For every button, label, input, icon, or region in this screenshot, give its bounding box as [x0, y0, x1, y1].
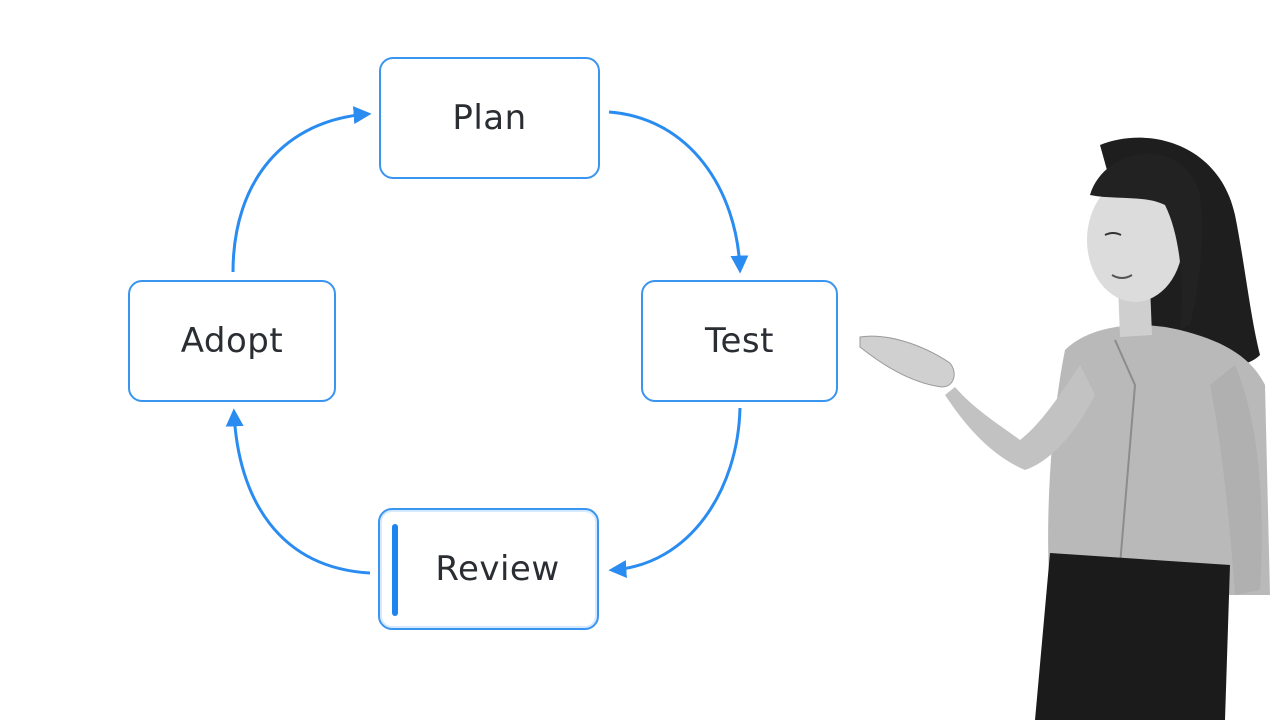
node-plan-label: Plan [452, 98, 527, 138]
presenter-figure-icon [859, 137, 1270, 720]
arrow-plan-to-test [608, 110, 749, 274]
arrow-review-to-adopt [225, 408, 371, 575]
node-plan: Plan [379, 57, 600, 179]
node-adopt-label: Adopt [180, 321, 284, 361]
node-review-label: Review [435, 549, 560, 589]
node-test-label: Test [705, 321, 774, 361]
arrow-adopt-to-plan [231, 106, 372, 273]
node-adopt: Adopt [128, 280, 336, 402]
node-test: Test [641, 280, 838, 402]
arrow-test-to-review [608, 407, 742, 579]
review-highlight-bar [392, 524, 398, 616]
node-review: Review [378, 508, 599, 630]
